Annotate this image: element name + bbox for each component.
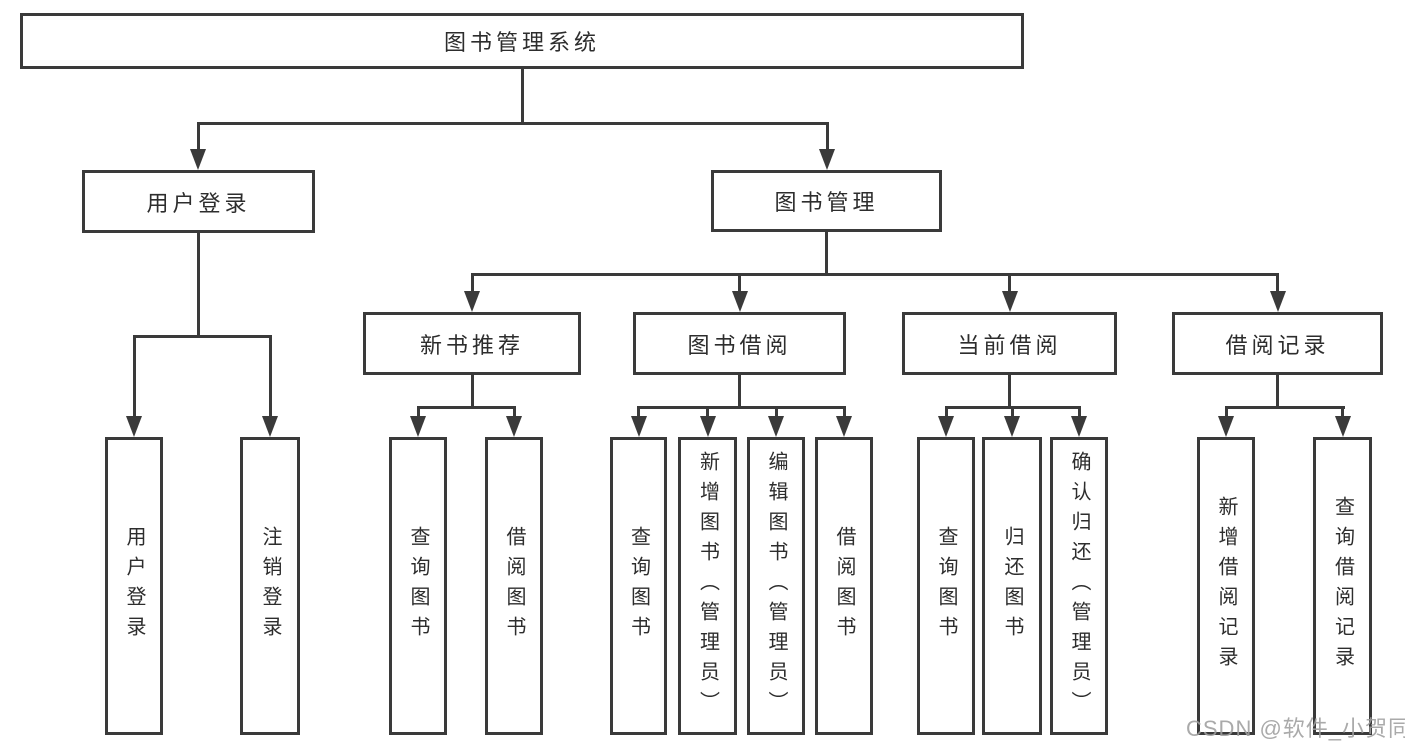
connector-line-v	[132, 335, 136, 417]
arrow-down-icon	[410, 416, 426, 437]
connector-line-h	[637, 406, 845, 409]
node-current-borrow: 当前借阅	[902, 312, 1117, 375]
watermark: CSDN @软件_小贺同学	[1186, 716, 1405, 741]
connector-line-v	[470, 273, 474, 293]
connector-line-v	[416, 406, 420, 418]
arrow-down-icon	[819, 149, 835, 170]
leaf-add-borrow-record: 新增借阅记录	[1197, 437, 1255, 735]
leaf-user-login-label: 用户登录	[123, 526, 145, 646]
node-book-management: 图书管理	[711, 170, 942, 232]
arrow-down-icon	[190, 149, 206, 170]
arrow-down-icon	[1218, 416, 1234, 437]
leaf-query-books-2-label: 查询图书	[627, 526, 650, 646]
node-borrow-records-label: 借阅记录	[1225, 332, 1330, 358]
connector-line-v	[520, 69, 524, 122]
leaf-edit-books-admin: 编辑图书（管理员）	[747, 437, 805, 735]
node-book-borrow: 图书借阅	[633, 312, 846, 375]
leaf-confirm-return-admin-label: 确认归还（管理员）	[1068, 451, 1090, 721]
connector-line-v	[1341, 406, 1344, 418]
leaf-user-login: 用户登录	[105, 437, 163, 735]
leaf-query-books-1-label: 查询图书	[407, 526, 429, 646]
node-root-label: 图书管理系统	[443, 30, 600, 55]
connector-line-v	[738, 273, 741, 293]
node-user-login-label: 用户登录	[146, 190, 251, 216]
node-borrow-records: 借阅记录	[1172, 312, 1383, 375]
connector-line-v	[512, 406, 516, 418]
arrow-down-icon	[1001, 291, 1018, 312]
connector-line-v	[196, 122, 200, 152]
leaf-add-books-admin-label: 新增图书（管理员）	[696, 451, 719, 721]
leaf-query-borrow-record-label: 查询借阅记录	[1331, 496, 1354, 676]
leaf-query-books-3-label: 查询图书	[935, 526, 957, 646]
connector-line-v	[1010, 406, 1014, 418]
connector-line-v	[268, 335, 272, 417]
leaf-logout-label: 注销登录	[259, 526, 281, 646]
node-user-login: 用户登录	[82, 170, 315, 233]
connector-line-v	[196, 233, 200, 335]
leaf-borrow-books-1-label: 借阅图书	[503, 526, 525, 646]
leaf-query-books-3: 查询图书	[917, 437, 975, 735]
connector-line-h	[416, 406, 516, 409]
leaf-query-books-1: 查询图书	[389, 437, 447, 735]
arrow-down-icon	[506, 416, 522, 437]
leaf-borrow-books-2: 借阅图书	[815, 437, 873, 735]
connector-line-v	[738, 375, 741, 406]
arrow-down-icon	[1004, 416, 1020, 437]
leaf-return-books-label: 归还图书	[1001, 526, 1023, 646]
node-root: 图书管理系统	[20, 13, 1024, 69]
connector-line-v	[1224, 406, 1228, 418]
arrow-down-icon	[126, 416, 142, 437]
connector-line-v	[470, 375, 474, 406]
node-book-borrow-label: 图书借阅	[687, 332, 792, 358]
arrow-down-icon	[262, 416, 278, 437]
connector-line-h	[1224, 406, 1345, 409]
arrow-down-icon	[1334, 416, 1351, 437]
node-new-book-recommend-label: 新书推荐	[419, 332, 524, 358]
arrow-down-icon	[768, 416, 784, 437]
arrow-down-icon	[731, 291, 748, 312]
connector-line-v	[1008, 375, 1011, 406]
leaf-add-books-admin: 新增图书（管理员）	[678, 437, 737, 735]
connector-line-v	[637, 406, 640, 418]
arrow-down-icon	[630, 416, 647, 437]
leaf-confirm-return-admin: 确认归还（管理员）	[1050, 437, 1108, 735]
leaf-return-books: 归还图书	[982, 437, 1042, 735]
node-book-management-label: 图书管理	[774, 190, 879, 215]
arrow-down-icon	[1269, 291, 1286, 312]
arrow-down-icon	[1071, 416, 1087, 437]
arrow-down-icon	[464, 291, 480, 312]
connector-line-v	[1077, 406, 1081, 418]
leaf-query-borrow-record: 查询借阅记录	[1313, 437, 1372, 735]
leaf-borrow-books-2-label: 借阅图书	[833, 526, 855, 646]
connector-line-v	[825, 232, 828, 273]
leaf-query-books-2: 查询图书	[610, 437, 667, 735]
connector-line-v	[842, 406, 846, 418]
node-new-book-recommend: 新书推荐	[363, 312, 581, 375]
connector-line-v	[706, 406, 709, 418]
leaf-add-borrow-record-label: 新增借阅记录	[1215, 496, 1237, 676]
arrow-down-icon	[699, 416, 716, 437]
leaf-logout: 注销登录	[240, 437, 300, 735]
node-current-borrow-label: 当前借阅	[957, 332, 1062, 358]
connector-line-h	[196, 122, 829, 125]
arrow-down-icon	[836, 416, 852, 437]
connector-line-v	[1008, 273, 1011, 293]
leaf-borrow-books-1: 借阅图书	[485, 437, 543, 735]
connector-line-v	[1276, 273, 1279, 293]
connector-line-h	[132, 335, 272, 338]
connector-line-v	[825, 122, 829, 152]
leaf-edit-books-admin-label: 编辑图书（管理员）	[765, 451, 787, 721]
connector-line-h	[470, 273, 1279, 276]
connector-line-v	[944, 406, 948, 418]
arrow-down-icon	[938, 416, 954, 437]
connector-line-v	[1276, 375, 1279, 406]
connector-line-v	[774, 406, 778, 418]
